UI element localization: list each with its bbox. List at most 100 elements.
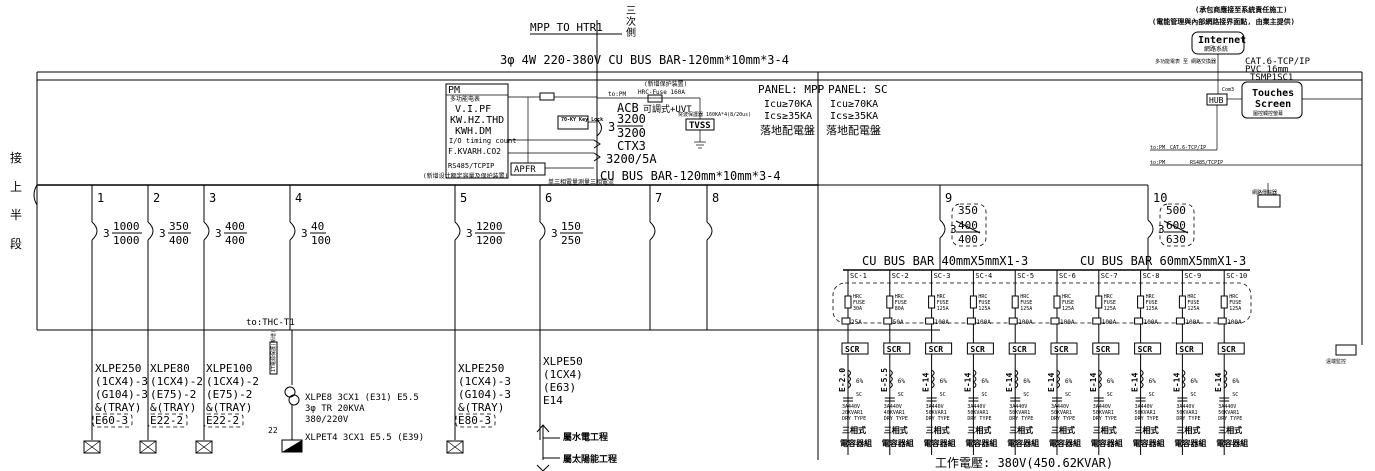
svg-text:SCR: SCR [1012, 345, 1027, 354]
svg-text:I/O timing count: I/O timing count [449, 137, 516, 145]
svg-text:電容器組: 電容器組 [924, 438, 956, 448]
svg-text:SC-3: SC-3 [934, 272, 951, 280]
svg-text:Com3: Com3 [1222, 87, 1234, 93]
svg-text:DRY TYPE: DRY TYPE [967, 416, 991, 422]
svg-text:HRC: HRC [937, 294, 946, 300]
svg-text:SCR: SCR [845, 345, 860, 354]
svg-text:6%: 6% [856, 378, 864, 385]
svg-text:PM: PM [448, 85, 460, 96]
svg-text:E-14: E-14 [1131, 373, 1140, 392]
svg-text:6%: 6% [1149, 378, 1157, 385]
bus-mid-label: CU BUS BAR-120mm*10mm*3-4 [600, 169, 781, 183]
feeder-at: 150 [561, 220, 581, 233]
svg-text:&(TRAY): &(TRAY) [206, 401, 252, 414]
svg-text:125A: 125A [1062, 306, 1074, 312]
svg-text:50KVAR1: 50KVAR1 [1009, 410, 1030, 416]
svg-text:DRY TYPE: DRY TYPE [884, 416, 908, 422]
svg-text:3A440V: 3A440V [1093, 404, 1111, 410]
svg-text:100A: 100A [935, 319, 950, 326]
svg-text:50KVAR1: 50KVAR1 [1218, 410, 1239, 416]
svg-text:70-KY Key Lock: 70-KY Key Lock [561, 117, 603, 123]
feeder-number: 8 [712, 191, 719, 205]
svg-text:SC-10: SC-10 [1226, 272, 1247, 280]
svg-text:to:PM: to:PM [1150, 145, 1165, 151]
to-thc-label: to:THC-T1 [246, 318, 295, 328]
feeder-number: 6 [545, 191, 552, 205]
svg-text:DRY TYPE: DRY TYPE [1009, 416, 1033, 422]
feeder-af: 400 [225, 234, 245, 247]
terminal-box [139, 440, 157, 454]
svg-text:22: 22 [268, 426, 278, 435]
svg-text:3A440V: 3A440V [842, 404, 860, 410]
svg-text:三相式: 三相式 [1135, 425, 1159, 435]
svg-text:125A: 125A [1229, 306, 1241, 312]
solar-arrow: 屬太陽能工程 [536, 453, 617, 471]
svg-text:125A: 125A [937, 306, 949, 312]
svg-text:DRY TYPE: DRY TYPE [926, 416, 950, 422]
feeder-pole: 3 [466, 227, 473, 240]
transformer-feeder: IT電源保護(新增) XLPE8 3CX1 (E31) E5.5 3φ TR 2… [268, 330, 424, 453]
svg-text:網路傳輸器: 網路傳輸器 [1252, 189, 1277, 196]
svg-text:三相式: 三相式 [1051, 425, 1075, 435]
feeder-number: 2 [153, 191, 160, 205]
mpp-to-htr-label: MPP TO HTR1 [530, 21, 603, 34]
svg-text:3: 3 [608, 120, 615, 134]
cable-spec: XLPE250(1CX4)-3(G104)-3&(TRAY)E60-3 [92, 362, 148, 428]
svg-text:SCR: SCR [1138, 345, 1153, 354]
svg-text:(G104)-3: (G104)-3 [95, 388, 148, 401]
feeder-af: 1200 [476, 234, 503, 247]
feeder-number: 10 [1153, 191, 1167, 205]
svg-text:FUSE: FUSE [895, 300, 907, 306]
svg-text:100A: 100A [1102, 319, 1117, 326]
svg-text:3A440V: 3A440V [1176, 404, 1194, 410]
svg-text:CTX3: CTX3 [617, 139, 646, 153]
svg-text:三相式: 三相式 [842, 425, 866, 435]
feeder-number: 5 [460, 191, 467, 205]
svg-text:突波保護器 160KA*4(8/20us): 突波保護器 160KA*4(8/20us) [678, 111, 751, 118]
feeder-frame: 350 [958, 204, 978, 217]
svg-text:(1CX4)-3: (1CX4)-3 [458, 375, 511, 388]
feeder-number: 7 [655, 191, 662, 205]
bus-top-label: 3φ 4W 220-380V CU BUS BAR-120mm*10mm*3-4 [500, 53, 789, 67]
panel-sc: PANEL: SC Icu≥70KA Ics≥35KA 落地配電盤 [826, 83, 888, 137]
svg-text:XLPE80: XLPE80 [150, 362, 190, 375]
feeder-at: 350 [169, 220, 189, 233]
svg-text:多功能电表: 多功能电表 [450, 95, 480, 103]
svg-text:遠端監控: 遠端監控 [1326, 358, 1346, 365]
svg-text:IT電源保護(新增): IT電源保護(新增) [270, 330, 277, 372]
feeder-af: 100 [311, 234, 331, 247]
svg-text:RS485/TCPIP: RS485/TCPIP [448, 162, 494, 170]
svg-text:125A: 125A [1146, 306, 1158, 312]
svg-text:PANEL: MPP: PANEL: MPP [758, 83, 825, 96]
svg-text:E-14: E-14 [922, 373, 931, 392]
svg-text:SC: SC [1065, 392, 1071, 398]
svg-text:FUSE: FUSE [1062, 300, 1074, 306]
svg-text:50KVAR1: 50KVAR1 [1051, 410, 1072, 416]
svg-text:125A: 125A [1020, 306, 1032, 312]
svg-text:to:PM: to:PM [608, 91, 626, 98]
svg-text:50KVAR1: 50KVAR1 [1093, 410, 1114, 416]
svg-text:圖控觸控螢幕: 圖控觸控螢幕 [1253, 110, 1283, 117]
svg-text:3A440V: 3A440V [1218, 404, 1236, 410]
feeder-at: 1000 [113, 220, 140, 233]
svg-text:XLPE100: XLPE100 [206, 362, 252, 375]
svg-text:HRC: HRC [1104, 294, 1113, 300]
svg-text:3200: 3200 [617, 126, 646, 140]
cable-spec: XLPE100(1CX4)-2(E75)-2&(TRAY)E22-2 [203, 362, 259, 428]
svg-text:電容器組: 電容器組 [882, 438, 914, 448]
svg-text:電容器組: 電容器組 [1091, 438, 1123, 448]
svg-text:3A440V: 3A440V [1135, 404, 1153, 410]
svg-text:(E75)-2: (E75)-2 [150, 388, 196, 401]
working-voltage: 工作電壓: 380V(450.62KVAR) [935, 456, 1113, 470]
svg-text:3200/5A: 3200/5A [606, 152, 657, 166]
svg-text:SC: SC [1149, 392, 1155, 398]
